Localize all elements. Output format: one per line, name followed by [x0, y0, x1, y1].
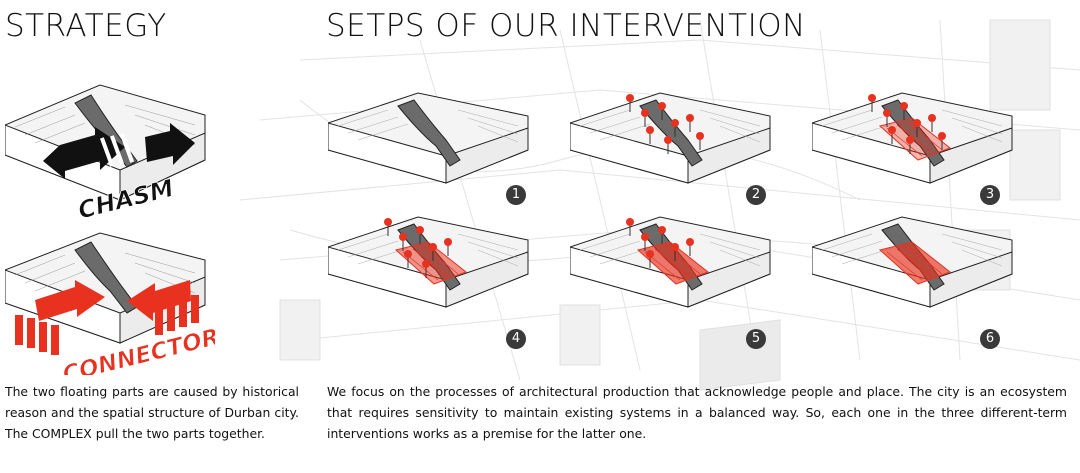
connector-diagram: CONNECTOR: [4, 225, 222, 389]
pin-icon: [658, 226, 666, 244]
steps-title: SETPS OF OUR INTERVENTION: [326, 8, 806, 44]
pin-icon: [626, 218, 634, 236]
pin-icon: [671, 243, 679, 261]
pin-icon: [906, 136, 914, 154]
pin-icon: [696, 132, 704, 150]
pin-icon: [641, 109, 649, 127]
step-number-badge-6: 6: [980, 329, 1000, 349]
pin-icon: [429, 243, 437, 261]
step-diagram-4: [327, 212, 533, 322]
pin-icon: [928, 114, 936, 132]
pin-icon: [888, 126, 896, 144]
step-number-badge-5: 5: [746, 329, 766, 349]
pin-icon: [626, 94, 634, 112]
pin-icon: [404, 250, 412, 268]
step-diagram-3: [811, 88, 1017, 198]
pin-icon: [444, 238, 452, 256]
pin-icon: [868, 94, 876, 112]
pin-icon: [913, 119, 921, 137]
steps-description: We focus on the processes of architectur…: [327, 384, 1067, 441]
pin-icon: [416, 226, 424, 244]
pin-icon: [686, 114, 694, 132]
pin-icon: [938, 132, 946, 150]
step-diagram-6: [811, 212, 1017, 322]
pin-icon: [646, 250, 654, 268]
pin-icon: [399, 233, 407, 251]
pin-icon: [646, 126, 654, 144]
step-number-badge-2: 2: [746, 185, 766, 205]
pin-icon: [658, 102, 666, 120]
step-diagram-5: [569, 212, 775, 322]
strategy-title: STRATEGY: [5, 8, 167, 44]
pin-icon: [900, 102, 908, 120]
pin-icon: [671, 119, 679, 137]
pin-icon: [664, 136, 672, 154]
pin-icon: [686, 238, 694, 256]
step-number-badge-3: 3: [980, 185, 1000, 205]
pin-icon: [384, 218, 392, 236]
pin-icon: [422, 260, 430, 278]
step-diagram-2: [569, 88, 775, 198]
pin-icon: [641, 233, 649, 251]
step-number-badge-1: 1: [506, 185, 526, 205]
step-number-badge-4: 4: [506, 329, 526, 349]
pin-icon: [883, 109, 891, 127]
step-diagram-1: [327, 88, 533, 198]
chasm-diagram: CHASM: [4, 75, 210, 225]
strategy-description: The two floating parts are caused by his…: [5, 384, 299, 441]
